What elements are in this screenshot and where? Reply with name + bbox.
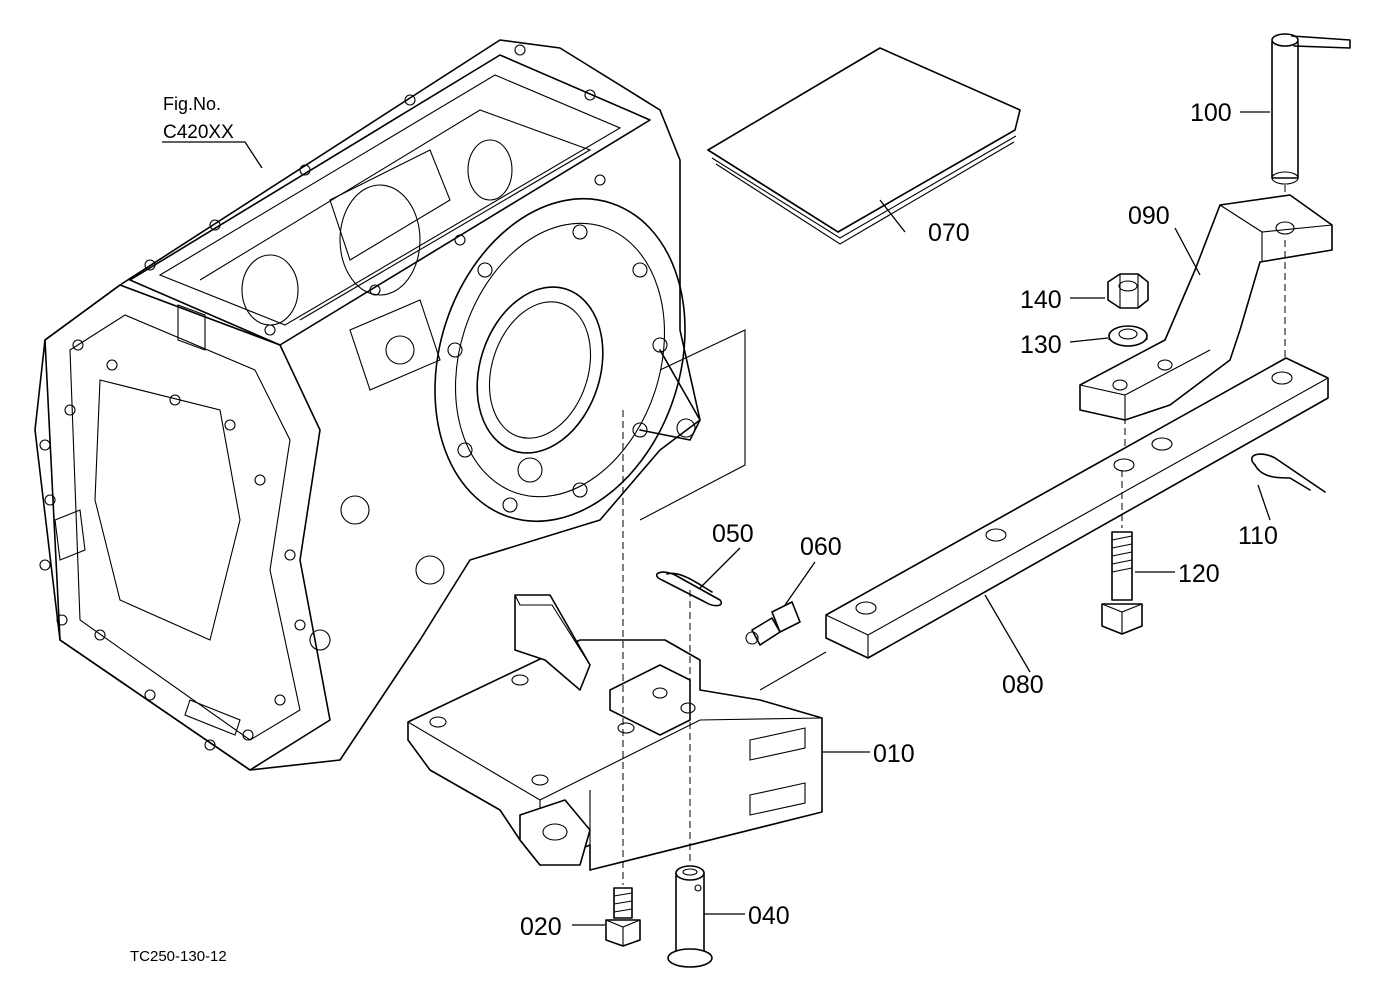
centerline-drawbar — [759, 651, 827, 691]
fig-no-code: C420XX — [163, 122, 234, 143]
label-020: 020 — [520, 913, 562, 941]
drawbar-bracket — [1079, 194, 1333, 460]
drawing-code: TC250-130-12 — [130, 948, 227, 965]
label-080: 080 — [1002, 671, 1044, 699]
label-090: 090 — [1128, 202, 1170, 230]
section-box — [639, 329, 746, 521]
hitch-bracket — [407, 594, 823, 871]
labels: Fig.No. C420XX TC250-130-12 010 020 040 … — [130, 94, 1278, 965]
bolt-020 — [605, 887, 641, 947]
hitch-pin-100 — [1271, 33, 1351, 215]
label-140: 140 — [1020, 286, 1062, 314]
manual-booklet — [707, 47, 1021, 245]
transmission-case — [34, 39, 701, 771]
drawbar — [825, 357, 1329, 659]
label-060: 060 — [800, 533, 842, 561]
bolt-120 — [1101, 470, 1143, 635]
nut-140 — [1107, 273, 1149, 309]
label-100: 100 — [1190, 99, 1232, 127]
r-clip-110 — [1250, 453, 1326, 493]
label-110: 110 — [1238, 522, 1278, 550]
spring-clip-050 — [656, 571, 723, 607]
leader-lines — [162, 111, 1271, 926]
label-120: 120 — [1178, 560, 1220, 588]
grease-fitting-060 — [745, 601, 801, 646]
fig-no-label: Fig.No. — [163, 94, 221, 114]
label-130: 130 — [1020, 331, 1062, 359]
label-070: 070 — [928, 219, 970, 247]
label-050: 050 — [712, 520, 754, 548]
washer-130 — [1108, 325, 1148, 347]
label-010: 010 — [873, 740, 915, 768]
label-040: 040 — [748, 902, 790, 930]
pin-040 — [667, 865, 713, 968]
